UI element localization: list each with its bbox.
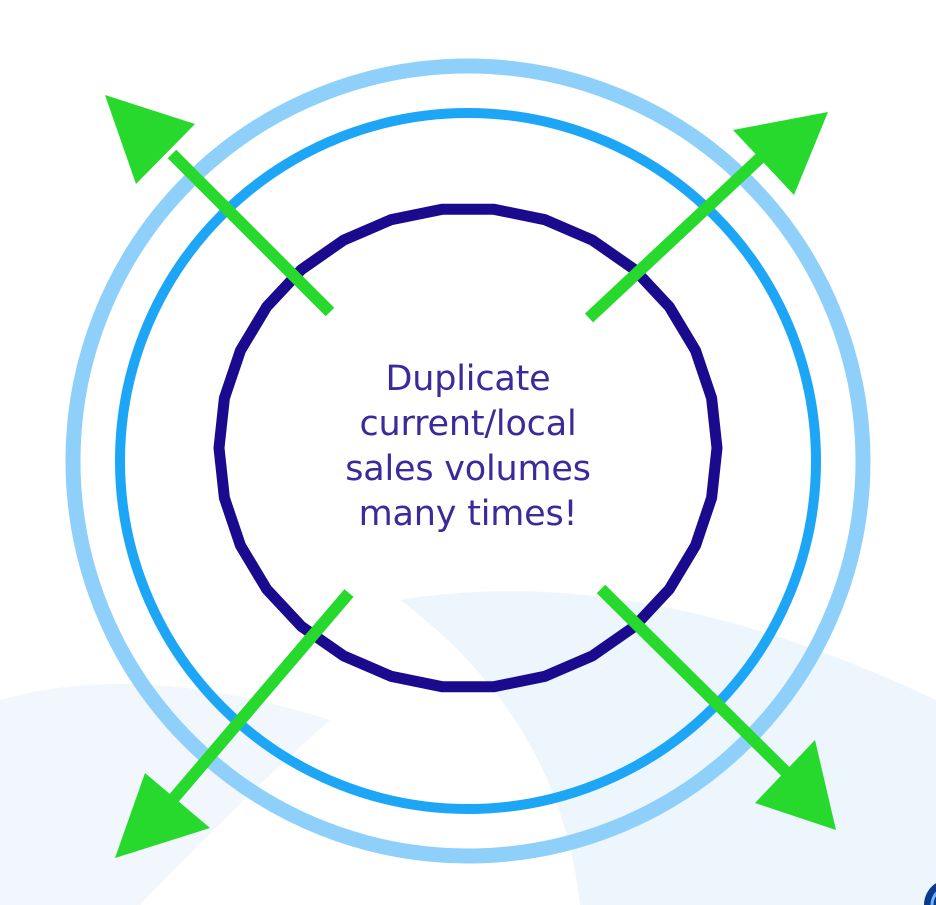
arrow-up-left-icon <box>105 95 335 317</box>
center-label: Duplicate current/local sales volumes ma… <box>318 357 618 537</box>
center-label-line: many times! <box>358 494 578 534</box>
center-label-line: sales volumes <box>345 449 591 489</box>
outer-ring <box>65 58 871 864</box>
partial-logo-icon <box>924 883 936 905</box>
arrow-down-left-icon <box>115 589 354 858</box>
center-label-line: current/local <box>359 404 577 444</box>
arrow-down-right-icon <box>596 584 836 830</box>
middle-ring <box>115 108 821 814</box>
center-label-line: Duplicate <box>385 359 551 399</box>
inner-ring <box>213 203 723 693</box>
arrow-up-right-icon <box>584 112 828 323</box>
